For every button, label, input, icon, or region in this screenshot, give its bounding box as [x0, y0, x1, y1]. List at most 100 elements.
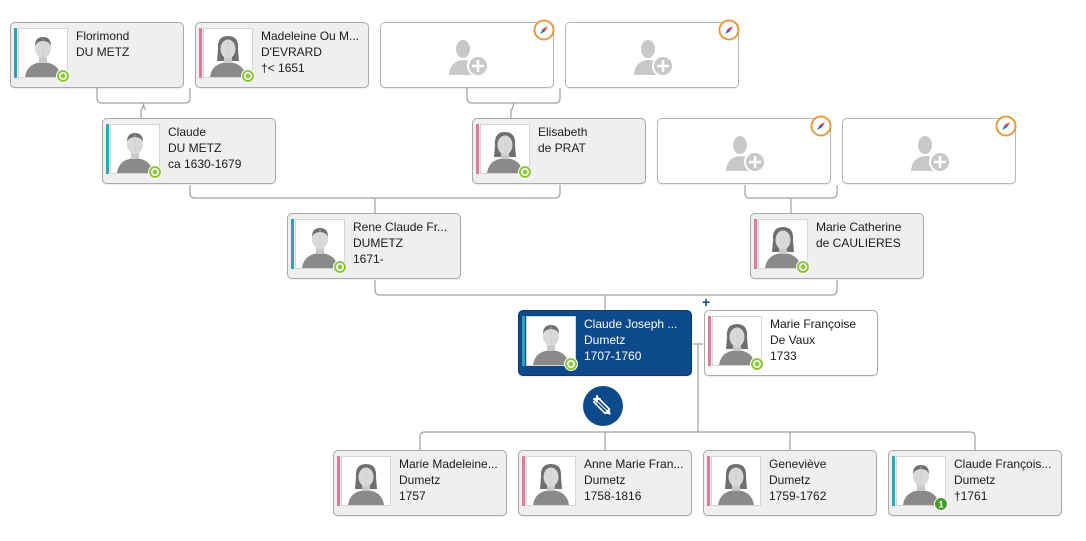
person-given-name: Florimond: [76, 29, 130, 43]
record-match-badge-icon[interactable]: [750, 357, 764, 371]
add-person-icon: [720, 133, 770, 173]
record-match-badge-icon[interactable]: [518, 165, 532, 179]
male-avatar-icon: [526, 316, 576, 366]
person-surname: Dumetz: [584, 333, 626, 347]
person-surname: DUMETZ: [353, 236, 403, 250]
connector: [510, 102, 515, 118]
add-parent-card[interactable]: [657, 115, 832, 184]
connector: [142, 102, 147, 111]
connector: [96, 88, 191, 104]
record-match-badge-icon[interactable]: [333, 260, 347, 274]
compass-icon[interactable]: [533, 19, 555, 41]
female-avatar-icon: [341, 456, 391, 506]
person-given-name: Anne Marie Fran...: [584, 457, 684, 471]
gender-bar: [476, 124, 479, 174]
record-match-badge-icon[interactable]: [241, 69, 255, 83]
person-dates: †1761: [954, 489, 988, 503]
person-given-name: Marie Madeleine...: [399, 457, 498, 471]
female-avatar-icon: [712, 316, 762, 366]
gender-bar: [291, 219, 294, 269]
connector: [189, 185, 561, 199]
record-match-badge-icon[interactable]: [564, 357, 578, 371]
gender-bar: [708, 316, 711, 366]
compass-icon[interactable]: [810, 115, 832, 137]
add-parent-card[interactable]: [380, 19, 555, 88]
connector: [140, 102, 145, 118]
connector: [466, 88, 561, 104]
add-parent-card[interactable]: [565, 19, 740, 88]
gender-bar: [892, 456, 895, 506]
person-card-anne-marie[interactable]: Anne Marie Fran... Dumetz 1758-1816: [518, 450, 692, 516]
gender-bar: [106, 124, 109, 174]
person-given-name: Elisabeth: [538, 125, 588, 139]
person-dates: †< 1651: [261, 61, 305, 75]
male-avatar-icon: [110, 124, 160, 174]
person-given-name: Rene Claude Fr...: [353, 220, 448, 234]
record-match-badge-icon[interactable]: [148, 165, 162, 179]
compass-icon[interactable]: [995, 115, 1017, 137]
person-card-marie-madeleine[interactable]: Marie Madeleine... Dumetz 1757: [333, 450, 507, 516]
person-card-marie-francoise[interactable]: Marie Françoise De Vaux 1733: [704, 310, 878, 376]
person-card-florimond[interactable]: Florimond DU METZ: [10, 22, 184, 88]
female-avatar-icon: [758, 219, 808, 269]
gender-bar: [199, 28, 202, 78]
person-surname: D'EVRARD: [261, 45, 322, 59]
person-surname: Dumetz: [399, 473, 441, 487]
person-dates: 1733: [770, 349, 797, 363]
person-surname: de PRAT: [538, 141, 586, 155]
person-given-name: Marie Françoise: [770, 317, 857, 331]
person-card-claude-joseph[interactable]: Claude Joseph ... Dumetz 1707-1760: [518, 310, 692, 376]
person-dates: ca 1630-1679: [168, 157, 242, 171]
compass-icon[interactable]: [718, 19, 740, 41]
person-given-name: Marie Catherine: [816, 220, 902, 234]
gender-bar: [754, 219, 757, 269]
svg-text:1: 1: [938, 500, 943, 510]
gender-bar: [522, 456, 525, 506]
person-dates: 1759-1762: [769, 489, 827, 503]
person-card-genevieve[interactable]: Geneviève Dumetz 1759-1762: [703, 450, 877, 516]
record-match-badge-icon[interactable]: [56, 69, 70, 83]
person-card-claude-dumetz[interactable]: Claude DU METZ ca 1630-1679: [102, 118, 276, 184]
person-surname: DU METZ: [168, 141, 222, 155]
person-given-name: Claude François...: [954, 457, 1052, 471]
gender-bar: [14, 28, 17, 78]
gender-bar: [337, 456, 340, 506]
male-avatar-icon: [18, 28, 68, 78]
female-avatar-icon: [203, 28, 253, 78]
person-surname: DU METZ: [76, 45, 130, 59]
add-person-icon: [628, 37, 678, 77]
male-avatar-icon: [896, 456, 946, 506]
female-avatar-icon: [711, 456, 761, 506]
person-card-elisabeth[interactable]: Elisabeth de PRAT: [472, 118, 646, 184]
record-match-badge-icon[interactable]: [796, 260, 810, 274]
connector: [744, 185, 838, 199]
person-surname: Dumetz: [954, 473, 996, 487]
add-parent-card[interactable]: [842, 115, 1017, 184]
person-card-rene-claude[interactable]: Rene Claude Fr... DUMETZ 1671-: [287, 213, 461, 279]
add-edit-pencil-icon: [592, 395, 611, 415]
person-surname: de CAULIERES: [816, 236, 901, 250]
female-avatar-icon: [480, 124, 530, 174]
add-spouse-marker[interactable]: +: [702, 294, 711, 310]
person-surname: Dumetz: [769, 473, 811, 487]
person-dates: 1757: [399, 489, 426, 503]
add-person-icon: [443, 37, 493, 77]
person-dates: 1758-1816: [584, 489, 642, 503]
person-card-claude-francois[interactable]: Claude François... Dumetz †1761 1: [888, 450, 1062, 516]
gender-bar: [522, 316, 525, 366]
connector: [374, 280, 838, 296]
person-surname: De Vaux: [770, 333, 816, 347]
person-dates: 1707-1760: [584, 349, 642, 363]
male-avatar-icon: [295, 219, 345, 269]
person-given-name: Geneviève: [769, 457, 827, 471]
person-given-name: Madeleine Ou M...: [261, 29, 360, 43]
record-count-badge-icon[interactable]: 1: [934, 497, 948, 511]
person-surname: Dumetz: [584, 473, 626, 487]
female-avatar-icon: [526, 456, 576, 506]
connector: [419, 431, 976, 450]
person-given-name: Claude Joseph ...: [584, 317, 678, 331]
person-dates: 1671-: [353, 252, 384, 266]
add-edit-button[interactable]: [583, 386, 623, 426]
person-card-marie-catherine[interactable]: Marie Catherine de CAULIERES: [750, 213, 924, 279]
person-card-madeleine[interactable]: Madeleine Ou M... D'EVRARD †< 1651: [195, 22, 369, 88]
